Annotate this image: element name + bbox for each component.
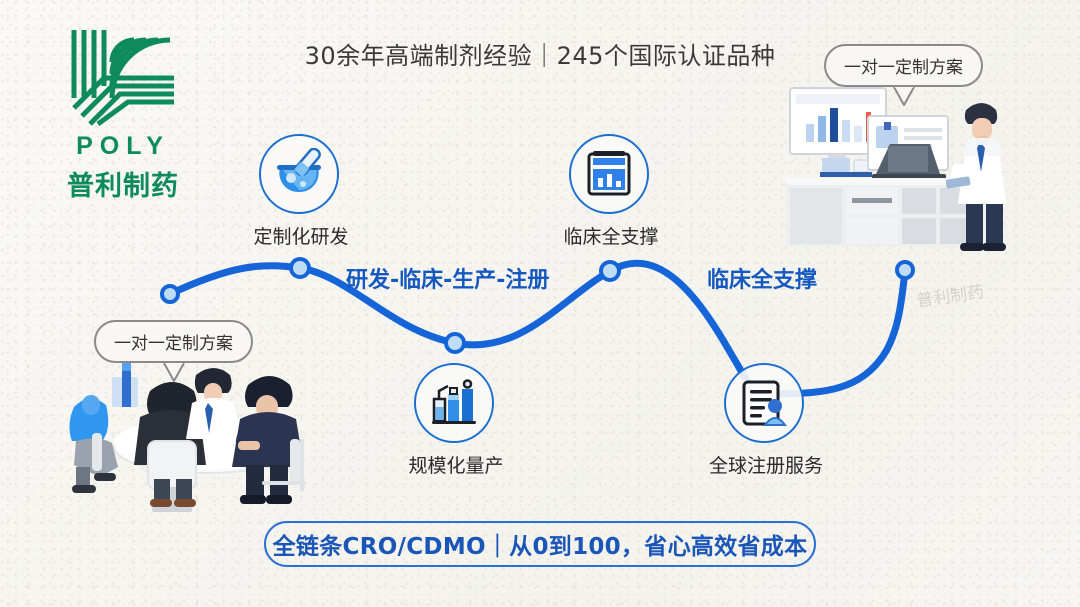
page-headline: 30余年高端制剂经验｜245个国际认证品种 [304, 42, 776, 70]
node-global-registration[interactable]: 全球注册服务 [709, 363, 823, 477]
scientist-at-workstation-illustration [780, 78, 1050, 258]
document-person-icon [742, 380, 787, 426]
speech-bubble-right: 一对一定制方案 [824, 44, 983, 106]
speech-bubble-tail-icon [892, 87, 915, 106]
node-label: 临床全支撑 [563, 226, 659, 248]
bottom-banner-text: 全链条CRO/CDMO｜从0到100，省心高效省成本 [272, 534, 808, 560]
curve-label-process: 研发-临床-生产-注册 [346, 268, 550, 293]
node-clinical-support[interactable]: 临床全支撑 [563, 134, 659, 248]
poly-striped-l-logo-icon [71, 30, 174, 127]
node-label: 规模化量产 [408, 455, 504, 477]
bottom-banner: 全链条CRO/CDMO｜从0到100，省心高效省成本 [264, 521, 816, 567]
mortar-pestle-icon [277, 148, 321, 193]
company-logo: POLY 普利制药 [48, 24, 198, 202]
logo-wordmark: POLY [76, 132, 170, 160]
speech-bubble-text: 一对一定制方案 [824, 44, 983, 87]
production-tanks-icon [432, 379, 476, 424]
speech-bubble-left: 一对一定制方案 [94, 320, 253, 382]
speech-bubble-text: 一对一定制方案 [94, 320, 253, 363]
team-meeting-table-illustration [66, 355, 366, 525]
node-customized-rd[interactable]: 定制化研发 [253, 134, 349, 248]
node-mass-production[interactable]: 规模化量产 [408, 363, 504, 477]
node-ring [259, 134, 339, 214]
clipboard-chart-icon [587, 151, 631, 196]
speech-bubble-tail-icon [162, 363, 185, 382]
logo-chinese-name: 普利制药 [67, 171, 179, 202]
curve-label-clinical: 临床全支撑 [707, 268, 818, 293]
node-label: 定制化研发 [253, 226, 349, 248]
node-label: 全球注册服务 [708, 455, 823, 477]
